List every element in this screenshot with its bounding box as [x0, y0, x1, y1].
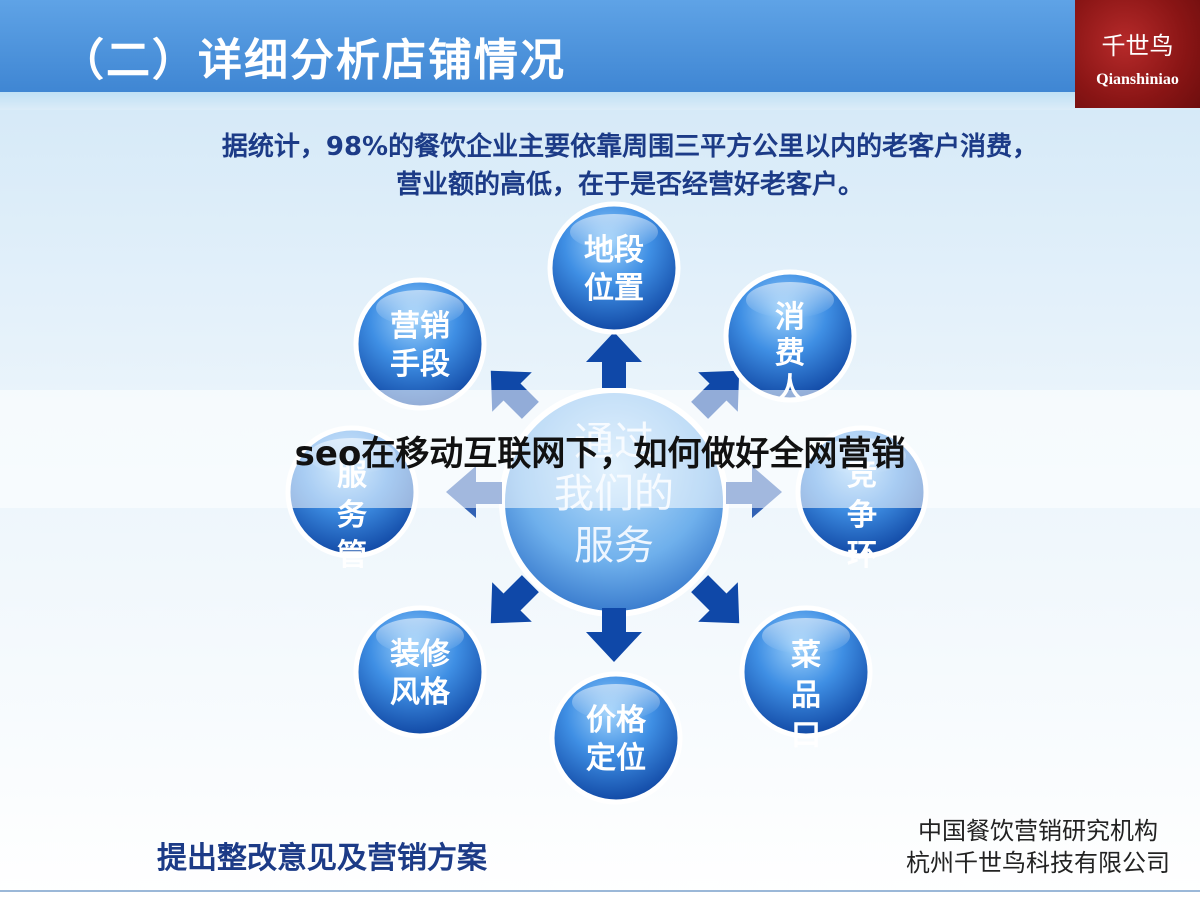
- arrow-down-left: [490, 575, 539, 624]
- node-dishes-line-1: 菜: [791, 638, 821, 673]
- node-consumers-circle: [723, 269, 857, 403]
- node-decoration-line-2: 风格: [390, 675, 450, 710]
- node-pricing-line-2: 定位: [586, 741, 646, 776]
- center-line-3: 服务: [574, 523, 654, 569]
- bottom-divider: [0, 890, 1200, 892]
- node-dishes-label: 菜 品 口: [776, 636, 836, 756]
- node-pricing-line-1: 价格: [586, 703, 646, 738]
- node-dishes-circle: [739, 605, 873, 739]
- proposal-title: 提出整改意见及营销方案: [157, 841, 487, 876]
- node-consumers-line-1: 消: [775, 300, 805, 335]
- company-line-1: 中国餐饮营销研究机构: [918, 817, 1158, 845]
- intro-text: 据统计，98%的餐饮企业主要依靠周围三平方公里以内的老客户消费， 营业额的高低，…: [0, 128, 1200, 204]
- node-location-line-2: 位置: [584, 271, 644, 306]
- logo-en: Qianshiniao: [1096, 71, 1179, 88]
- node-consumers-line-2: 费: [775, 336, 805, 371]
- intro-line-1: 据统计，98%的餐饮企业主要依靠周围三平方公里以内的老客户消费，: [221, 132, 1039, 162]
- arrow-down-right: [691, 575, 740, 624]
- arrow-up: [586, 332, 642, 388]
- node-marketing-label: 营销 手段: [370, 308, 470, 384]
- header-bar: （二）详细分析店铺情况: [0, 0, 1075, 92]
- logo-cn: 千世鸟: [1101, 32, 1174, 60]
- node-dishes-line-3: 口: [791, 718, 821, 753]
- node-location-label: 地段 位置: [564, 232, 664, 308]
- node-marketing-circle: [353, 277, 487, 411]
- overlay-band: [0, 390, 1200, 508]
- brand-logo: 千世鸟 Qianshiniao: [1075, 0, 1200, 108]
- node-pricing-label: 价格 定位: [566, 702, 666, 778]
- header-strip: [0, 92, 1200, 110]
- node-location-line-1: 地段: [584, 233, 644, 268]
- node-service-mgmt-line-3: 管: [337, 538, 367, 573]
- arrow-down: [586, 608, 642, 662]
- page-title: （二）详细分析店铺情况: [60, 35, 566, 86]
- node-location-circle: [547, 201, 681, 335]
- node-marketing-line-1: 营销: [390, 309, 450, 344]
- node-competition-line-3: 环: [847, 538, 877, 573]
- node-decoration-circle: [353, 605, 487, 739]
- overlay-headline: seo在移动互联网下，如何做好全网营销: [294, 434, 906, 474]
- node-decoration-label: 装修 风格: [370, 636, 470, 712]
- company-info: 中国餐饮营销研究机构 杭州千世鸟科技有限公司: [906, 815, 1170, 879]
- node-marketing-line-2: 手段: [390, 347, 450, 382]
- node-pricing-circle: [549, 671, 683, 805]
- company-line-2: 杭州千世鸟科技有限公司: [906, 849, 1170, 877]
- node-decoration-line-1: 装修: [390, 637, 450, 672]
- intro-line-2: 营业额的高低，在于是否经营好老客户。: [395, 170, 864, 200]
- node-dishes-line-2: 品: [791, 678, 821, 713]
